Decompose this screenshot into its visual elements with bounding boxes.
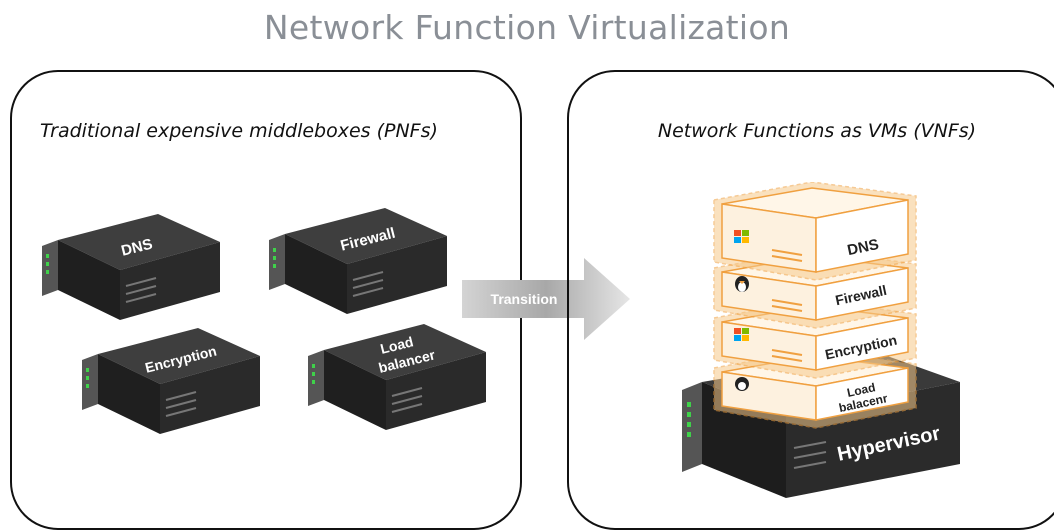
diagram-title: Network Function Virtualization (263, 8, 791, 47)
pnf-load-label-line1: Load (379, 333, 415, 357)
linux-tux-icon (735, 276, 749, 292)
pnf-box-firewall: Firewall (265, 206, 455, 318)
vnf-dns-label: DNS (846, 236, 881, 259)
vnf-load-label-line1: Load (846, 380, 877, 400)
transition-label: Transition (491, 291, 558, 307)
windows-icon (734, 230, 749, 243)
pnf-box-dns: DNS (38, 212, 228, 324)
windows-icon (734, 328, 749, 341)
vnf-panel-heading: Network Functions as VMs (VNFs) (657, 120, 977, 142)
pnf-panel-heading: Traditional expensive middleboxes (PNFs) (40, 120, 438, 142)
transition-arrow: Transition (462, 258, 634, 345)
pnf-box-load-balancer: Load balancer (304, 322, 494, 434)
vm-layer-dns: DNS (712, 181, 924, 287)
pnf-box-encryption: Encryption (78, 326, 268, 438)
